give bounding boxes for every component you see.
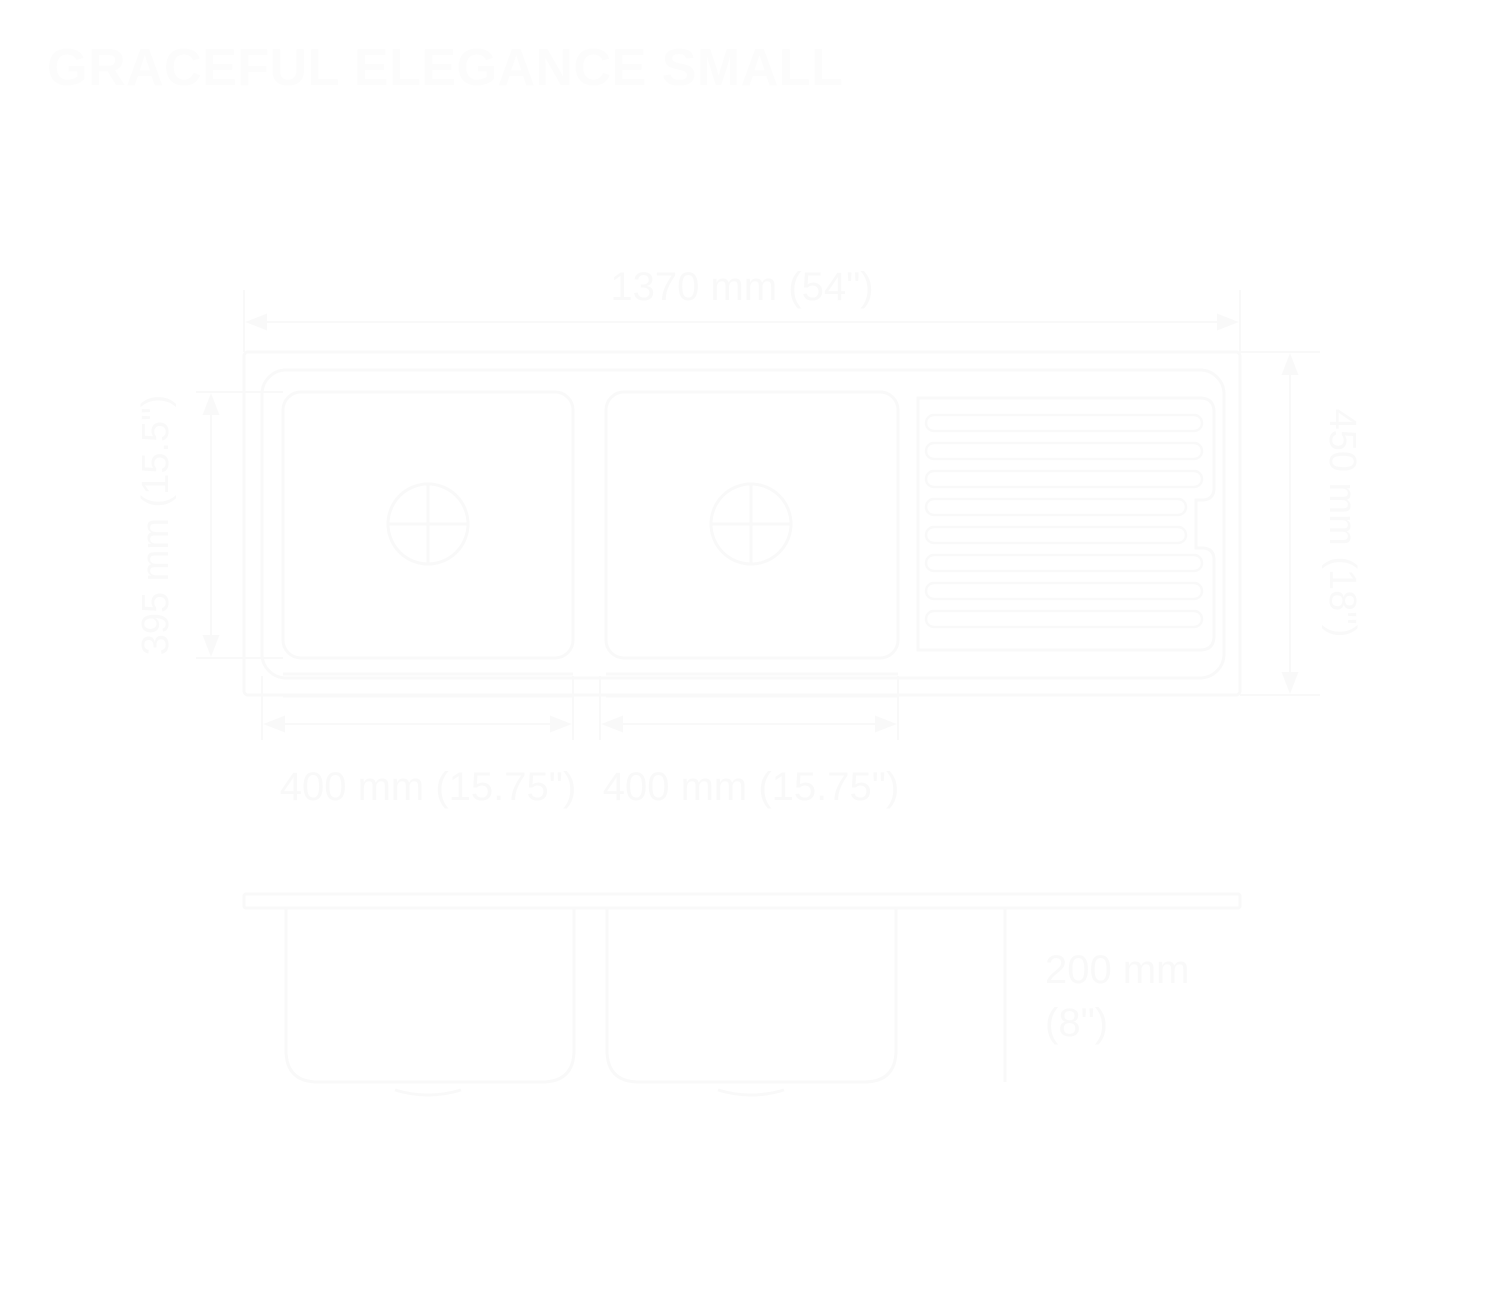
top-view [242, 350, 1242, 698]
bowl-right [604, 390, 900, 660]
dimension-overall-width [243, 290, 1241, 352]
depth-label: 450 mm (18") [1321, 409, 1363, 638]
bowl-length-label: 395 mm (15.5") [135, 395, 177, 656]
dimension-bowl-length [196, 391, 283, 659]
dimension-bowl-widths [261, 676, 899, 740]
sink-inner-outline [260, 368, 1226, 680]
drainboard [916, 396, 1216, 652]
bowl-left-width-label: 400 mm (15.75") [280, 765, 577, 809]
dimension-depth [1240, 351, 1320, 696]
front-bowl-right [605, 908, 898, 1084]
bowl-right-width-label: 400 mm (15.75") [603, 765, 900, 809]
front-view [242, 892, 1242, 1097]
drainboard-ribs [924, 413, 1204, 629]
overall-width-label: 1370 mm (54") [610, 265, 873, 309]
bowl-depth-label-line2: (8") [1045, 1001, 1108, 1045]
front-rim [242, 892, 1242, 910]
bowl-left [281, 390, 575, 660]
product-title: GRACEFUL ELEGANCE SMALL [47, 39, 844, 97]
bowl-depth-label-line1: 200 mm [1045, 948, 1190, 992]
front-bowl-left [284, 908, 576, 1084]
